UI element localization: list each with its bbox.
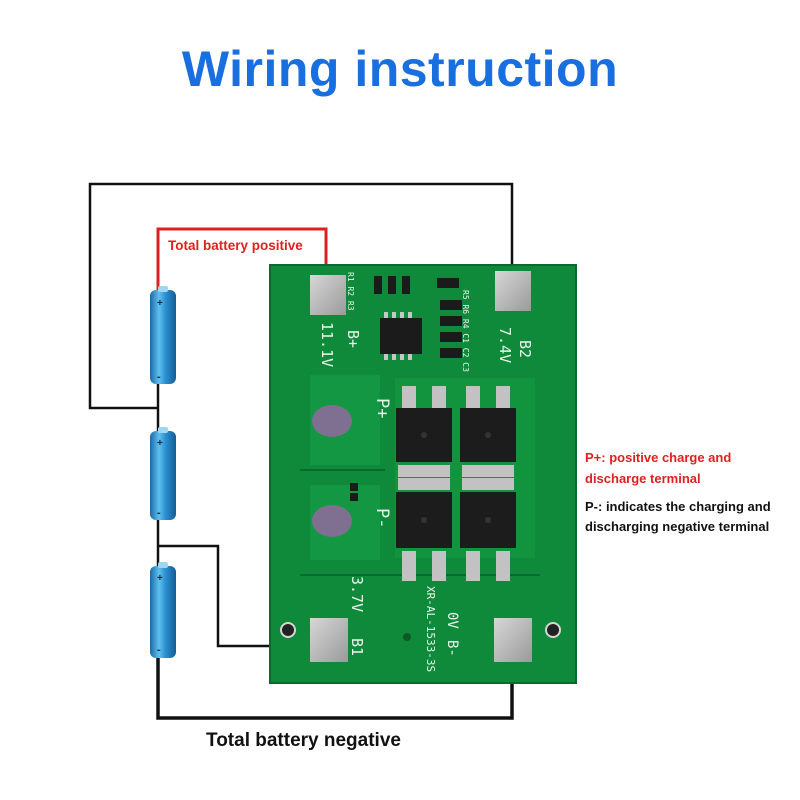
- silk-voltage-b2: 7.4V: [496, 327, 514, 363]
- battery-1-minus: -: [157, 371, 161, 383]
- label-p-minus-line2: discharging negative terminal: [585, 519, 770, 534]
- page-title: Wiring instruction: [181, 41, 619, 97]
- silk-terminal-b2: B2: [516, 340, 534, 358]
- silk-voltage-b1: 3.7V: [348, 576, 366, 612]
- label-p-plus-line1: P+: positive charge and: [585, 450, 732, 465]
- label-p-plus-line2: discharge terminal: [585, 471, 701, 486]
- battery-2-plus: +: [157, 438, 163, 449]
- battery-1-plus: +: [157, 298, 163, 309]
- battery-2-minus: -: [157, 507, 161, 519]
- wire-total-positive: [156, 227, 328, 290]
- silk-resistors-top: R1 R2 R3: [346, 272, 355, 311]
- battery-3-plus: +: [157, 573, 163, 584]
- label-p-minus-line1: P-: indicates the charging and: [585, 499, 771, 514]
- label-total-battery-positive: Total battery positive: [168, 238, 303, 253]
- pad-b-minus: [494, 618, 532, 662]
- battery-cell-1: + -: [150, 286, 176, 384]
- silk-voltage-b-plus: 11.1V: [318, 322, 336, 367]
- silk-p-plus: P+: [372, 398, 392, 418]
- pad-b-plus: [310, 275, 346, 315]
- bms-pcb: 11.1V B+ 7.4V B2 P+ P- 3.7V B1 0V B- XR-…: [269, 264, 577, 684]
- silk-p-minus: P-: [372, 508, 392, 528]
- silk-terminal-b1: B1: [348, 638, 366, 656]
- silk-terminal-b-plus: B+: [344, 330, 362, 348]
- wire-b-plus-loop: [88, 182, 514, 410]
- pad-b1: [310, 618, 348, 662]
- protection-ic: [380, 318, 422, 354]
- silk-voltage-b-minus: 0V: [444, 612, 460, 629]
- mosfet-group: [396, 386, 516, 581]
- battery-3-minus: -: [157, 644, 161, 656]
- label-total-battery-negative: Total battery negative: [206, 730, 401, 751]
- battery-cell-3: + -: [150, 562, 176, 658]
- silk-model: XR-AL-1533-3S: [424, 586, 437, 672]
- wire-total-negative: [156, 655, 514, 720]
- battery-cell-2: + -: [150, 427, 176, 520]
- silk-components-side: R5 R6 R4 C1 C2 C3: [461, 290, 470, 372]
- silk-terminal-b-minus: B-: [444, 640, 460, 657]
- pad-b2: [495, 271, 531, 311]
